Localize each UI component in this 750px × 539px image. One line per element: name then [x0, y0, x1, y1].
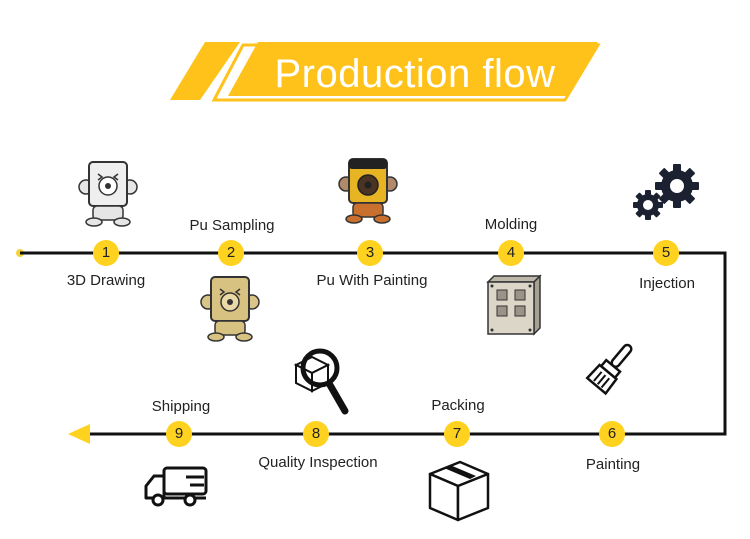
step-7-label: Packing	[431, 397, 485, 414]
title-banner	[170, 42, 601, 102]
step-8-label: Quality Inspection	[258, 454, 378, 471]
step-4-label: Molding	[484, 216, 538, 233]
white-doll-icon	[78, 161, 138, 227]
step-1-badge: 1	[93, 240, 119, 266]
tan-doll-icon	[200, 276, 260, 342]
step-1-label: 3D Drawing	[66, 272, 146, 289]
step-3-badge: 3	[357, 240, 383, 266]
painted-doll-icon	[338, 158, 398, 224]
step-3-label: Pu With Painting	[316, 272, 428, 289]
step-5-label: Injection	[639, 275, 695, 292]
gears-icon	[633, 164, 699, 220]
page-title: Production flow	[274, 52, 556, 96]
step-6-badge: 6	[599, 421, 625, 447]
step-6-label: Painting	[585, 456, 641, 473]
flow-arrowhead	[68, 424, 90, 444]
step-9-label: Shipping	[151, 398, 211, 415]
step-8-badge: 8	[303, 421, 329, 447]
step-9-badge: 9	[166, 421, 192, 447]
step-5-badge: 5	[653, 240, 679, 266]
step-2-badge: 2	[218, 240, 244, 266]
truck-icon	[144, 466, 208, 507]
paintbrush-icon	[585, 343, 633, 396]
step-4-badge: 4	[498, 240, 524, 266]
magnifier-box-icon	[293, 348, 349, 415]
mold-block-icon	[486, 274, 542, 336]
step-2-label: Pu Sampling	[189, 217, 275, 234]
box-icon	[428, 460, 490, 522]
step-7-badge: 7	[444, 421, 470, 447]
